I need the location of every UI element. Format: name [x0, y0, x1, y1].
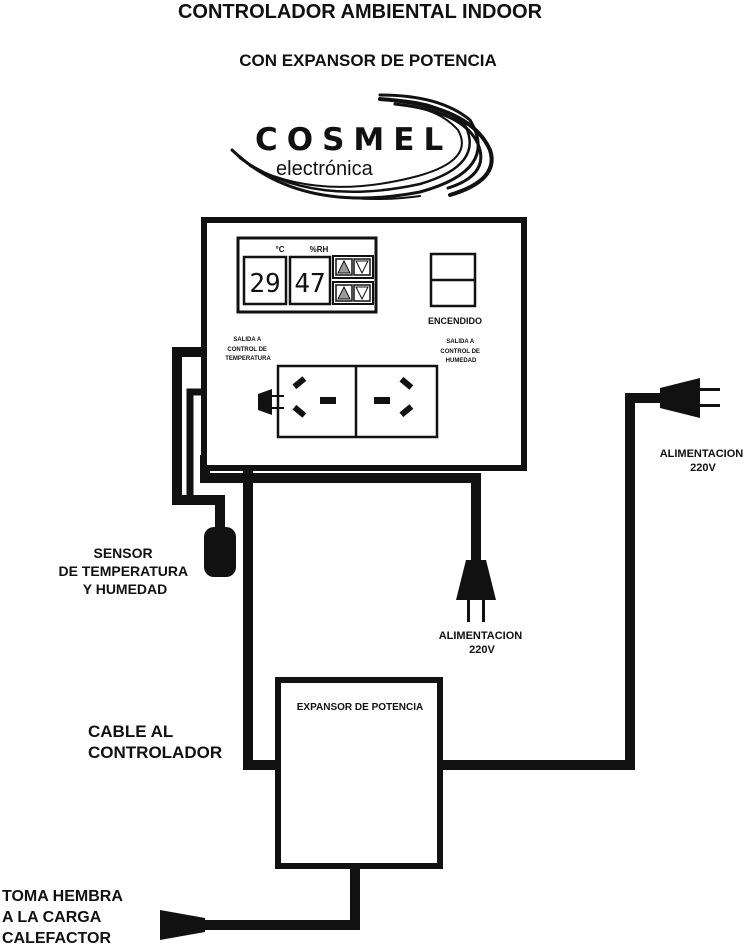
controller-unit: °C %RH 29 47 ENCENDIDO	[201, 217, 527, 471]
sensor-probe-icon	[204, 527, 236, 577]
temp-down-button[interactable]	[353, 258, 371, 276]
sensor-cable-inner	[186, 388, 205, 500]
arrow-down-icon	[355, 286, 369, 301]
power-plug-right-icon	[660, 378, 720, 418]
temp-up-button[interactable]	[335, 258, 353, 276]
outlet-slot-icon	[320, 397, 336, 404]
expander-label: EXPANSOR DE POTENCIA	[297, 702, 424, 713]
power-supply-right-label: ALIMENTACION 220V	[660, 448, 747, 474]
outlet-slot-icon	[292, 404, 307, 418]
diagram-subtitle: CON EXPANSOR DE POTENCIA	[239, 51, 497, 70]
arrow-down-icon	[355, 260, 369, 275]
temp-unit-label: °C	[276, 245, 285, 254]
temp-display-value: 29	[249, 269, 280, 299]
output-hum-label: SALIDA A CONTROL DE HUMEDAD	[440, 339, 481, 364]
expander-plug-icon	[258, 389, 284, 415]
female-socket-icon	[160, 910, 205, 940]
outlet-panel	[276, 364, 439, 439]
hum-up-button[interactable]	[335, 284, 353, 302]
power-expander-unit: EXPANSOR DE POTENCIA	[275, 677, 443, 869]
sensor-cable	[172, 347, 225, 530]
cosmel-logo: COSMEL electrónica	[230, 93, 494, 200]
diagram-title: CONTROLADOR AMBIENTAL INDOOR	[178, 1, 543, 23]
expander-socket-cable	[200, 867, 360, 930]
outlet-slot-icon	[374, 397, 390, 404]
power-switch[interactable]	[429, 252, 477, 308]
outlet-slot-icon	[399, 376, 414, 390]
logo-swoosh-icon	[230, 93, 494, 200]
sensor-label: SENSOR DE TEMPERATURA Y HUMEDAD	[58, 545, 191, 597]
socket-label: TOMA HEMBRA A LA CARGA CALEFACTOR	[2, 888, 127, 947]
logo-sub: electrónica	[276, 158, 374, 180]
hum-down-button[interactable]	[353, 284, 371, 302]
arrow-up-icon	[337, 259, 351, 274]
power-plug-center-icon	[456, 560, 496, 622]
hum-unit-label: %RH	[310, 245, 329, 254]
temp-display	[242, 255, 288, 306]
arrow-up-icon	[337, 285, 351, 300]
expander-box	[275, 677, 443, 869]
logo-brand: COSMEL	[255, 122, 452, 158]
outlet-slot-icon	[399, 404, 414, 418]
outlet-slot-icon	[292, 376, 307, 390]
power-supply-center-label: ALIMENTACION 220V	[439, 630, 526, 656]
expander-power-cable	[440, 393, 662, 770]
outlet-humidity[interactable]	[374, 376, 414, 418]
cable-label: CABLE AL CONTROLADOR	[88, 722, 222, 762]
hum-display-value: 47	[294, 269, 325, 299]
outlet-temperature[interactable]	[292, 376, 336, 418]
hum-display	[288, 255, 332, 306]
power-switch-label: ENCENDIDO	[428, 316, 482, 326]
output-temp-label: SALIDA A CONTROL DE TEMPERATURA	[225, 337, 271, 362]
